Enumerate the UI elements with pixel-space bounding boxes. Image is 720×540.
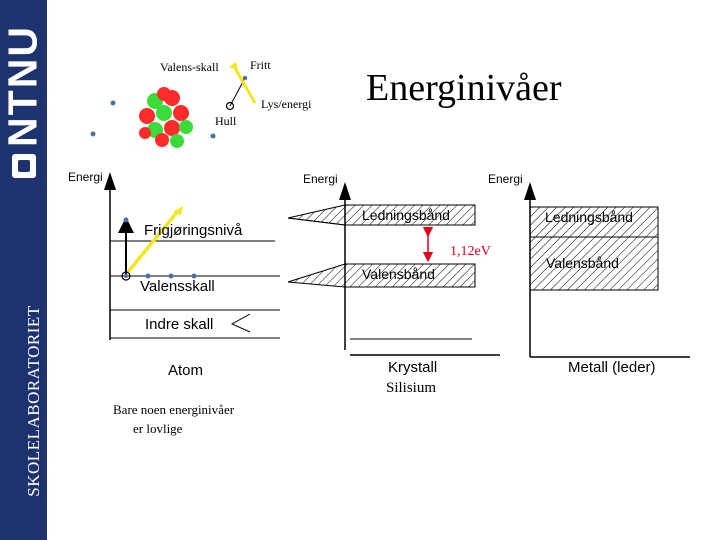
material-label: Silisium — [386, 380, 437, 396]
atom-illustration — [90, 62, 257, 148]
crystal-energy-axis-label: Energi — [303, 172, 338, 186]
valence-electron — [145, 273, 151, 279]
valence-shell-level-label: Valensskall — [140, 278, 215, 295]
metal-caption: Metall (leder) — [568, 359, 656, 376]
valence-shell-label: Valens-skall — [160, 60, 219, 74]
valence-electron — [191, 273, 197, 279]
note-line-1: Bare noen energinivåer — [113, 402, 235, 417]
metal-conduction-band-label: Ledningsbånd — [545, 209, 633, 225]
valence-band — [287, 263, 476, 288]
hole-label: Hull — [215, 114, 237, 128]
light-energy-label: Lys/energi — [261, 97, 312, 111]
inner-shell-label: Indre skall — [145, 316, 214, 333]
valence-electron — [168, 273, 174, 279]
excited-electron — [123, 217, 129, 223]
ionization-level-label: Frigjøringsnivå — [144, 222, 243, 239]
atom-caption: Atom — [168, 362, 204, 379]
energy-axis-arrow — [524, 182, 536, 200]
band-gap-label: 1,12eV — [450, 244, 491, 259]
sidebar: NTNU SKOLELABORATORIET — [0, 0, 47, 540]
energy-axis-arrow — [339, 182, 351, 200]
free-electron — [242, 75, 248, 81]
metal-valence-band-label: Valensbånd — [546, 255, 619, 271]
crystal-diagram — [287, 182, 500, 356]
crystal-valence-band-label: Valensbånd — [362, 266, 435, 282]
light-arrow-small — [233, 67, 257, 104]
hole-marker — [225, 101, 235, 111]
crystal-conduction-band-label: Ledningsbånd — [362, 207, 450, 223]
inner-shell-bracket — [230, 313, 251, 333]
overlapping-bands — [529, 206, 659, 291]
ntnu-logo-icon — [12, 154, 36, 178]
valence-electrons — [90, 100, 216, 139]
metal-energy-axis-label: Energi — [488, 172, 523, 186]
note-line-2: er lovlige — [133, 421, 183, 436]
crystal-caption: Krystall — [388, 359, 438, 376]
atom-energy-axis-label: Energi — [68, 170, 103, 184]
free-label: Fritt — [250, 58, 271, 72]
light-arrow-large — [126, 209, 180, 274]
valence-hole — [121, 271, 131, 281]
page-title: Energinivåer — [366, 67, 562, 109]
atom-diagram — [104, 172, 280, 340]
energy-axis-arrow — [104, 172, 116, 190]
nucleus — [139, 87, 193, 148]
metal-diagram — [524, 182, 690, 358]
